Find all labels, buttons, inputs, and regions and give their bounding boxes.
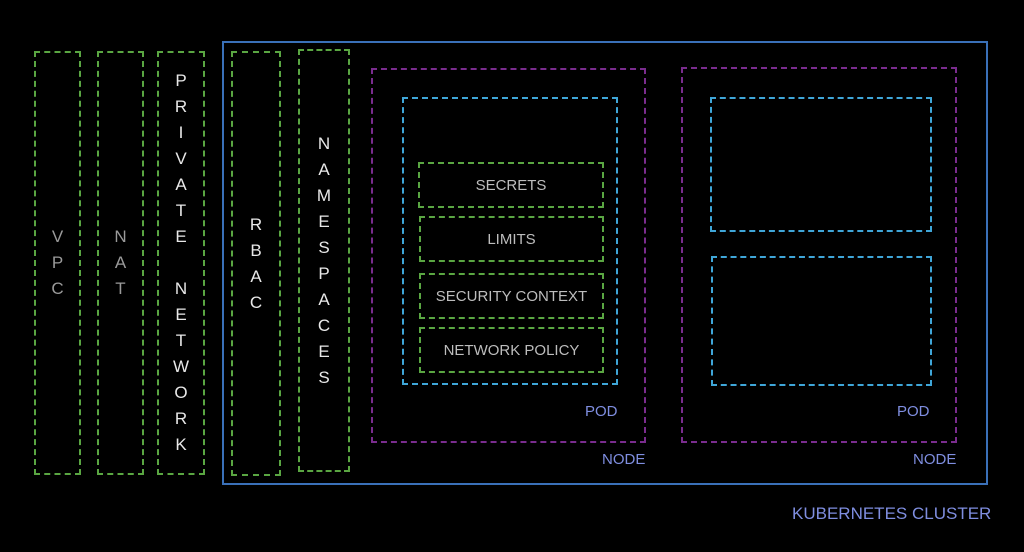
vertical-letter: R <box>174 409 188 428</box>
vertical-letter: A <box>318 159 330 179</box>
security-context-label: SECURITY CONTEXT <box>435 287 588 305</box>
network-policy-label: NETWORK POLICY <box>443 341 580 359</box>
vertical-letter: I <box>178 123 184 142</box>
vertical-letter: N <box>174 279 188 298</box>
node-1-pod-label: POD <box>585 403 618 420</box>
vertical-letter: T <box>115 279 126 298</box>
secrets-label: SECRETS <box>475 176 547 194</box>
vertical-letter: T <box>175 331 187 350</box>
node-1-label: NODE <box>602 451 646 468</box>
vertical-letter: A <box>175 175 187 194</box>
vertical-letter: E <box>318 341 330 361</box>
network-policy-control: NETWORK POLICY <box>419 327 604 373</box>
vertical-letter: N <box>317 133 331 153</box>
kubernetes-cluster <box>222 41 988 485</box>
vertical-letter: A <box>114 253 127 272</box>
security-context-control: SECURITY CONTEXT <box>419 273 604 319</box>
vertical-letter: A <box>250 266 262 286</box>
vertical-letter: N <box>114 227 127 246</box>
node-2-pod-label: POD <box>897 403 930 420</box>
limits-label: LIMITS <box>487 230 536 248</box>
vertical-letter: M <box>316 185 332 205</box>
vertical-letter: E <box>175 305 187 324</box>
vertical-letter: C <box>317 315 331 335</box>
vertical-letter: B <box>250 240 262 260</box>
kubernetes-cluster-label: KUBERNETES CLUSTER <box>792 504 992 523</box>
vertical-letter: R <box>174 97 188 116</box>
limits-control: LIMITS <box>419 216 604 262</box>
vertical-letter: A <box>318 289 330 309</box>
node-2 <box>681 67 957 443</box>
vertical-letter: R <box>249 214 263 234</box>
vertical-letter: E <box>175 227 187 246</box>
secrets-control: SECRETS <box>418 162 604 208</box>
vertical-letter: O <box>174 383 188 402</box>
node-2-container-1 <box>710 97 932 232</box>
vertical-letter: P <box>51 253 64 272</box>
vertical-letter: S <box>318 237 330 257</box>
vertical-letter: P <box>175 71 187 90</box>
vertical-letter: K <box>175 435 187 454</box>
node-1-container <box>402 97 618 385</box>
vertical-letter: P <box>318 263 330 283</box>
vertical-letter: V <box>175 149 187 168</box>
vertical-letter: C <box>249 292 263 312</box>
vertical-letter: E <box>318 211 330 231</box>
node-2-container-2 <box>711 256 932 386</box>
node-1 <box>371 68 646 443</box>
vertical-letter: T <box>175 201 187 220</box>
vertical-letter: C <box>51 279 64 298</box>
vertical-letter: W <box>172 357 190 376</box>
node-2-label: NODE <box>913 451 957 468</box>
vertical-letter: V <box>51 227 64 246</box>
vertical-letter: S <box>318 367 330 387</box>
